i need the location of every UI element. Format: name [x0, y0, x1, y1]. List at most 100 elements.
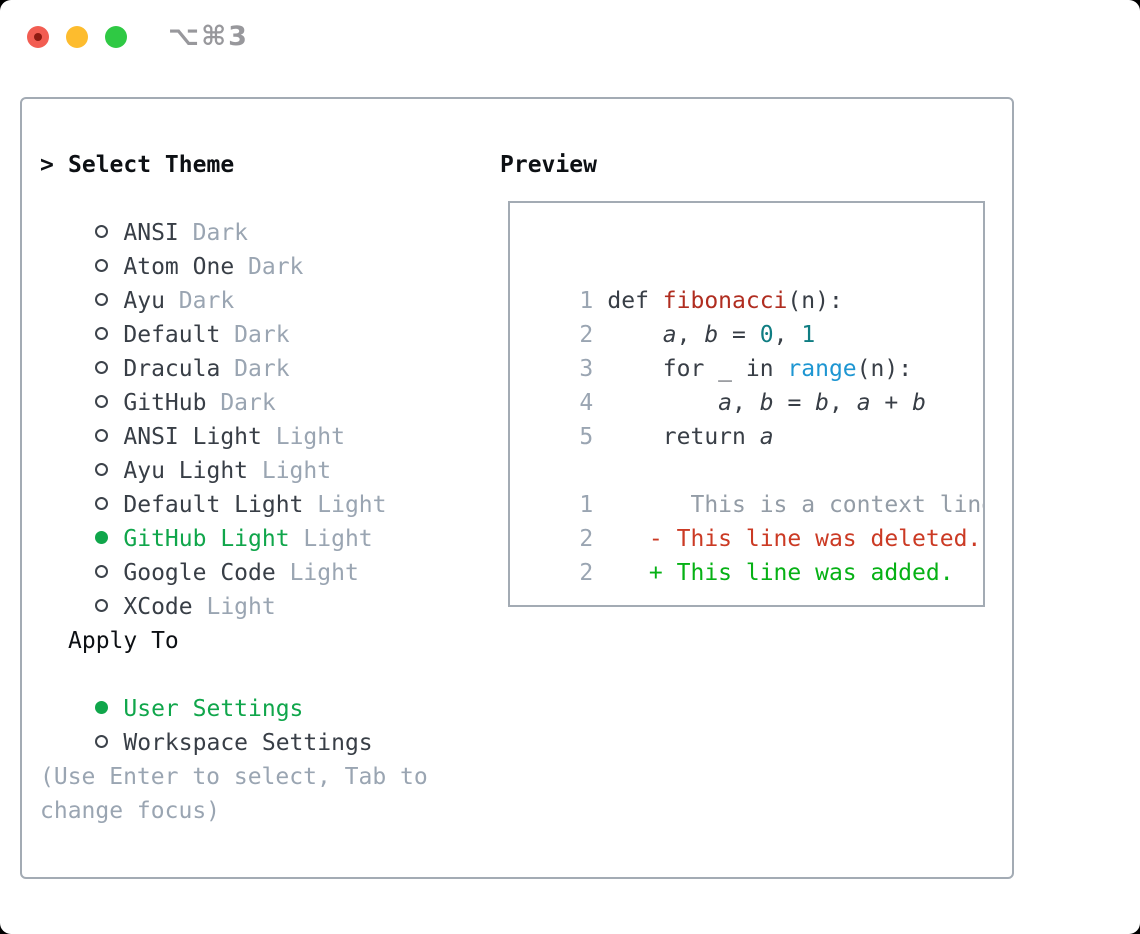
line-number: 1 [579, 492, 594, 518]
radio-marker [95, 386, 123, 420]
radio-icon [95, 565, 109, 578]
theme-name: Ayu Light [123, 458, 249, 484]
radio-marker [95, 250, 123, 284]
code-segment: + This line was added. [607, 560, 954, 586]
radio-marker [95, 216, 123, 250]
theme-name: Dracula [123, 356, 221, 382]
code-line: 1 This is a context line. [524, 454, 983, 518]
code-segment: b [912, 390, 926, 416]
line-number: 2 [579, 322, 594, 348]
code-segment: = [718, 322, 760, 348]
radio-marker [95, 420, 123, 454]
apply-option-workspace-settings[interactable]: Workspace Settings [40, 692, 490, 756]
theme-option-atom-one[interactable]: Atom One Dark [40, 216, 490, 280]
radio-icon [95, 701, 109, 714]
code-segment: , [773, 322, 802, 348]
theme-variant: Dark [248, 254, 304, 280]
line-content: - This line was deleted. [607, 526, 981, 552]
theme-variant: Dark [234, 322, 290, 348]
theme-option-default-light[interactable]: Default Light Light [40, 454, 490, 518]
radio-icon [95, 429, 109, 442]
theme-name: ANSI Light [123, 424, 262, 450]
theme-name: Default Light [123, 492, 304, 518]
theme-name: GitHub Light [123, 526, 290, 552]
apply-option-user-settings[interactable]: User Settings [40, 658, 490, 722]
code-line: 3 for _ in range(n): [524, 318, 983, 382]
radio-marker [95, 318, 123, 352]
theme-variant: Light [303, 526, 373, 552]
theme-option-default[interactable]: Default Dark [40, 284, 490, 348]
window-titlebar: ⌥⌘3 [0, 0, 1140, 75]
theme-name: Google Code [123, 560, 276, 586]
minimize-button[interactable] [66, 26, 88, 48]
code-segment: b [759, 390, 774, 416]
theme-variant: Light [261, 458, 332, 484]
code-segment [607, 322, 662, 348]
apply-option-label: Workspace Settings [123, 730, 373, 756]
close-button[interactable] [27, 26, 49, 48]
theme-name: XCode [123, 594, 193, 620]
code-line: 4 a, b = b, a + b [524, 352, 983, 416]
theme-name: Ayu [123, 288, 165, 314]
theme-option-google-code[interactable]: Google Code Light [40, 522, 490, 586]
hint-text: (Use Enter to select, Tab to change focu… [40, 760, 490, 828]
code-segment: - This line was deleted. [607, 526, 982, 552]
line-number: 2 [579, 560, 594, 586]
code-segment: + [870, 390, 913, 416]
theme-name: Default [123, 322, 221, 348]
apply-to-title: Apply To [68, 628, 179, 654]
code-segment: This is a context line. [607, 492, 985, 518]
line-content: This is a context line. [607, 492, 985, 518]
line-number: 1 [579, 288, 594, 314]
code-segment: range [787, 356, 857, 382]
radio-icon [95, 225, 109, 238]
preview-title: Preview [500, 152, 597, 178]
close-dot-icon [34, 33, 42, 41]
radio-icon [95, 293, 109, 306]
theme-option-dracula[interactable]: Dracula Dark [40, 318, 490, 382]
line-content: + This line was added. [607, 560, 954, 586]
radio-marker [95, 692, 123, 726]
theme-option-xcode[interactable]: XCode Light [40, 556, 490, 620]
radio-icon [95, 327, 109, 340]
code-segment: (n): [856, 356, 913, 382]
code-segment: b [815, 390, 829, 416]
line-content: return a [607, 424, 774, 450]
line-number: 4 [579, 390, 594, 416]
theme-option-ayu-light[interactable]: Ayu Light Light [40, 420, 490, 484]
code-segment: b [704, 322, 719, 348]
theme-variant: Light [206, 594, 276, 620]
theme-name: ANSI [123, 220, 179, 246]
apply-to-list: User Settings Workspace Settings [40, 658, 490, 756]
radio-icon [95, 361, 109, 374]
radio-icon [95, 531, 109, 544]
code-segment: a [856, 390, 871, 416]
radio-icon [95, 735, 109, 748]
line-content: for _ in range(n): [607, 356, 912, 382]
code-segment [607, 390, 718, 416]
radio-icon [95, 599, 109, 612]
zoom-button[interactable] [105, 26, 127, 48]
code-segment: , [676, 322, 705, 348]
code-segment: = [773, 390, 816, 416]
theme-option-ayu[interactable]: Ayu Dark [40, 250, 490, 314]
code-segment: def [607, 288, 663, 314]
radio-marker [95, 556, 123, 590]
apply-to-heading: Apply To [40, 624, 490, 658]
select-theme-heading: >Select Theme [40, 148, 490, 182]
code-line: 2 - This line was deleted. [524, 488, 983, 552]
theme-option-github-light[interactable]: GitHub Light Light [40, 488, 490, 552]
code-line: 2 a, b = 0, 1 [524, 284, 983, 348]
theme-variant: Light [289, 560, 359, 586]
theme-name: Atom One [123, 254, 235, 280]
code-segment: a [759, 424, 774, 450]
radio-marker [95, 590, 123, 624]
radio-marker [95, 488, 123, 522]
